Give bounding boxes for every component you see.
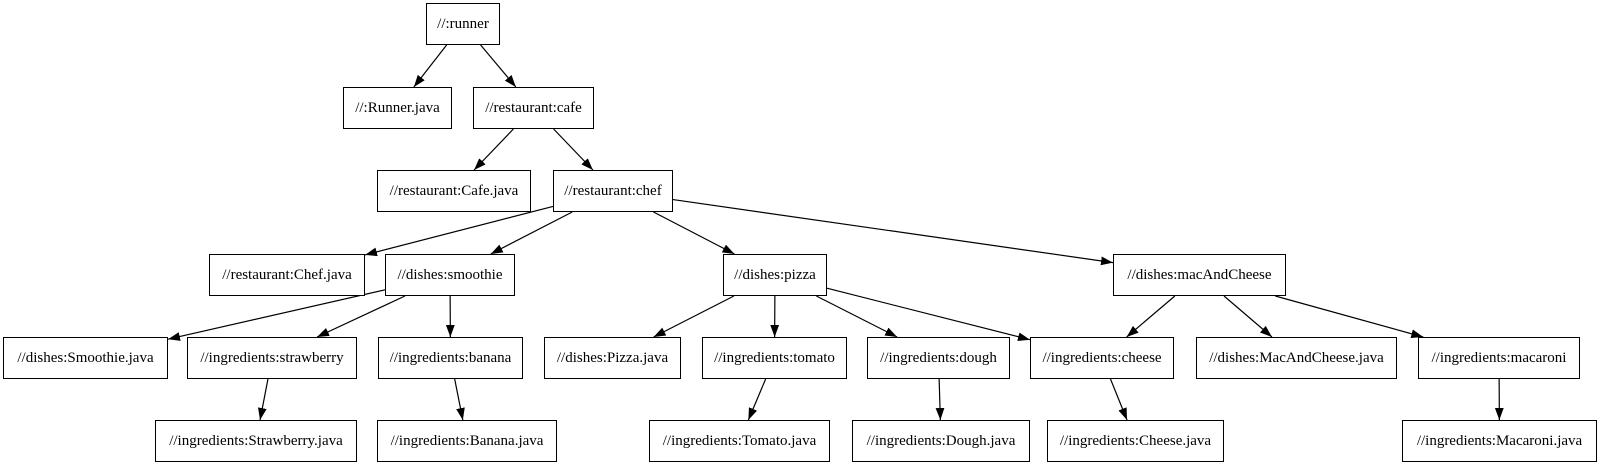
edge-chef-to-chef_java [364, 205, 554, 257]
edge-cafe-to-cafe_java [473, 128, 514, 171]
node-label: //ingredients:dough [880, 349, 997, 366]
edge-macandcheese-to-macaroni [1275, 295, 1424, 339]
node-dough: //ingredients:dough [867, 337, 1010, 379]
node-pizza: //dishes:pizza [723, 254, 827, 296]
node-label: //ingredients:tomato [714, 349, 835, 366]
node-chef: //restaurant:chef [553, 170, 673, 212]
edge-strawberry-to-strawberry_java [257, 378, 269, 421]
edge-cheese-to-cheese_java [1109, 378, 1128, 421]
node-cheese: //ingredients:cheese [1030, 337, 1174, 379]
edge-cafe-to-chef [553, 128, 594, 171]
edge-runner-to-cafe [480, 44, 517, 88]
node-macandcheese: //dishes:macAndCheese [1113, 254, 1286, 296]
node-label: //ingredients:Cheese.java [1059, 432, 1212, 449]
node-banana-java: //ingredients:Banana.java [377, 420, 557, 462]
edge-pizza-to-dough [816, 295, 898, 338]
node-label: //ingredients:macaroni [1431, 349, 1567, 366]
node-banana: //ingredients:banana [378, 337, 523, 379]
edge-smoothie-to-smoothie_java [167, 289, 386, 341]
node-pizza-java: //dishes:Pizza.java [544, 337, 681, 379]
node-label: //dishes:pizza [734, 266, 816, 283]
edge-pizza-to-cheese [826, 287, 1031, 342]
node-cafe-java: //restaurant:Cafe.java [377, 170, 531, 212]
node-tomato-java: //ingredients:Tomato.java [649, 420, 830, 462]
node-label: //:runner [437, 15, 489, 32]
node-label: //ingredients:banana [389, 349, 512, 366]
node-macandcheese-java: //dishes:MacAndCheese.java [1196, 337, 1397, 379]
edge-runner-to-runner_java [413, 44, 448, 88]
edge-chef-to-macandcheese [672, 198, 1114, 266]
edge-chef-to-pizza [653, 211, 735, 255]
node-label: //ingredients:Banana.java [390, 432, 544, 449]
node-label: //ingredients:Strawberry.java [169, 432, 343, 449]
node-cheese-java: //ingredients:Cheese.java [1047, 420, 1224, 462]
node-cafe: //restaurant:cafe [473, 87, 594, 129]
node-macaroni: //ingredients:macaroni [1418, 337, 1580, 379]
node-label: //ingredients:Macaroni.java [1416, 432, 1583, 449]
node-runner-java: //:Runner.java [343, 87, 452, 129]
node-label: //dishes:Smoothie.java [17, 349, 154, 366]
node-label: //restaurant:Chef.java [222, 266, 352, 283]
node-chef-java: //restaurant:Chef.java [209, 254, 365, 296]
node-smoothie-java: //dishes:Smoothie.java [3, 337, 168, 379]
node-runner: //:runner [426, 3, 500, 45]
edge-tomato-to-tomato_java [747, 378, 767, 421]
node-label: //restaurant:Cafe.java [389, 182, 519, 199]
node-label: //restaurant:cafe [485, 99, 582, 116]
edge-banana-to-banana_java [454, 378, 465, 421]
edge-chef-to-smoothie [490, 211, 573, 255]
node-label: //restaurant:chef [564, 182, 662, 199]
node-label: //dishes:macAndCheese [1127, 266, 1272, 283]
node-label: //dishes:Pizza.java [556, 349, 669, 366]
edge-macandcheese-to-cheese [1126, 295, 1176, 338]
node-smoothie: //dishes:smoothie [385, 254, 515, 296]
node-label: //:Runner.java [355, 99, 440, 116]
node-tomato: //ingredients:tomato [702, 337, 847, 379]
node-label: //dishes:smoothie [397, 266, 503, 283]
edge-smoothie-to-strawberry [316, 295, 406, 338]
edge-macandcheese-to-macandcheese_java [1223, 295, 1273, 338]
edge-dough-to-dough_java [935, 378, 945, 421]
node-label: //dishes:MacAndCheese.java [1209, 349, 1384, 366]
node-dough-java: //ingredients:Dough.java [852, 420, 1030, 462]
node-strawberry-java: //ingredients:Strawberry.java [155, 420, 357, 462]
node-label: //ingredients:cheese [1042, 349, 1162, 366]
node-strawberry: //ingredients:strawberry [187, 337, 357, 379]
node-label: //ingredients:Tomato.java [662, 432, 817, 449]
edge-pizza-to-pizza_java [653, 295, 735, 338]
node-macaroni-java: //ingredients:Macaroni.java [1402, 420, 1597, 462]
node-label: //ingredients:Dough.java [866, 432, 1016, 449]
node-label: //ingredients:strawberry [200, 349, 344, 366]
